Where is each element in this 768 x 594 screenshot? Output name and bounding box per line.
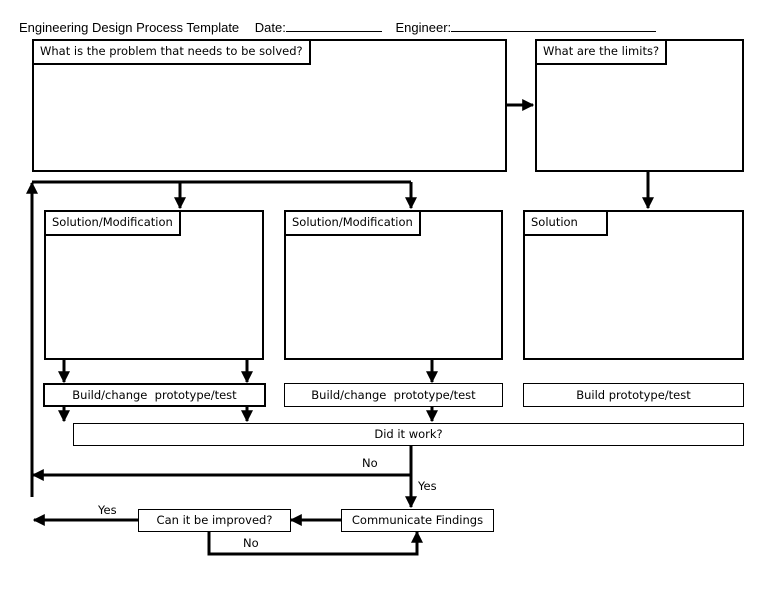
no-label-feedback: No <box>362 456 378 470</box>
worksheet-title: Engineering Design Process Template <box>19 20 240 35</box>
yes-label-improve: Yes <box>98 503 117 517</box>
yes-label-worked: Yes <box>418 479 437 493</box>
solution1-box[interactable]: Solution/Modification <box>44 210 264 360</box>
solution2-box[interactable]: Solution/Modification <box>284 210 503 360</box>
solution2-box-label: Solution/Modification <box>284 210 421 236</box>
limits-box-label: What are the limits? <box>535 39 668 65</box>
problem-box[interactable]: What is the problem that needs to be sol… <box>32 39 507 172</box>
date-field[interactable] <box>285 20 382 32</box>
worksheet-header: Engineering Design Process Template Date… <box>19 20 657 35</box>
arrow-improved-no-loop <box>207 530 423 556</box>
engineer-label: Engineer: <box>395 20 452 35</box>
did-it-work-step: Did it work? <box>73 423 744 446</box>
limits-box[interactable]: What are the limits? <box>535 39 744 172</box>
date-label: Date: <box>254 20 286 35</box>
build1-step: Build/change prototype/test <box>43 383 266 407</box>
engineer-field[interactable] <box>451 20 657 32</box>
build2-step: Build/change prototype/test <box>284 383 503 407</box>
solution3-box[interactable]: Solution <box>523 210 744 360</box>
build3-step: Build prototype/test <box>523 383 744 407</box>
can-it-be-improved-step: Can it be improved? <box>138 509 291 532</box>
communicate-findings-step: Communicate Findings <box>341 509 494 532</box>
problem-box-label: What is the problem that needs to be sol… <box>32 39 311 65</box>
no-label-improve: No <box>243 536 259 550</box>
solution1-box-label: Solution/Modification <box>44 210 181 236</box>
solution3-box-label: Solution <box>523 210 608 236</box>
